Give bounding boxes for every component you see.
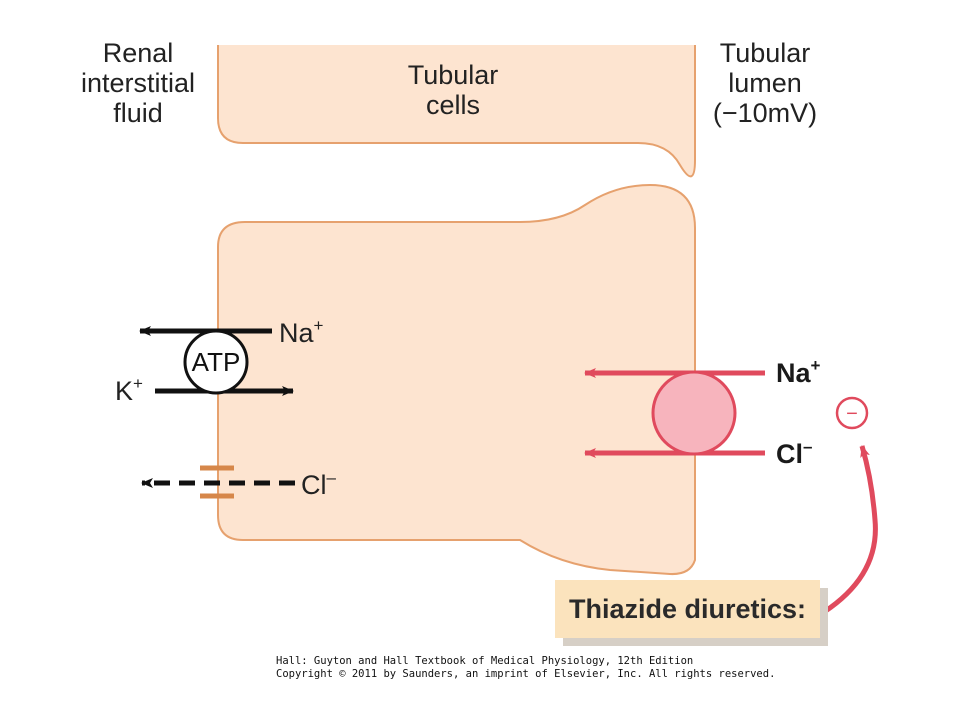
- apical-cl-text: Cl: [776, 439, 803, 469]
- apical-cl-label: Cl–: [776, 437, 812, 470]
- lumen-label-line1: Tubular: [719, 38, 811, 68]
- basolateral-cl-charge: –: [326, 468, 336, 487]
- credit-line-1: Hall: Guyton and Hall Textbook of Medica…: [276, 655, 694, 667]
- cells-label: Tubular cells: [383, 60, 523, 120]
- basolateral-na-label: Na+: [279, 316, 323, 349]
- thiazide-label-box: Thiazide diuretics:: [555, 580, 820, 638]
- lower-tubular-cell: [217, 183, 696, 576]
- basolateral-na-text: Na: [279, 318, 314, 348]
- interstitial-label: Renal interstitial fluid: [68, 38, 208, 128]
- basolateral-k-text: K: [115, 376, 134, 406]
- cells-label-line1: Tubular: [407, 60, 499, 90]
- thiazide-label: Thiazide diuretics:: [568, 593, 807, 624]
- apical-na-charge: +: [810, 356, 821, 375]
- basolateral-na-charge: +: [313, 316, 324, 335]
- lumen-label-line3: (−10mV): [712, 98, 818, 128]
- basolateral-cl-text: Cl: [301, 470, 327, 500]
- basolateral-k-charge: +: [133, 374, 143, 393]
- atp-pump: [183, 329, 249, 395]
- inhibition-symbol: −: [846, 403, 858, 425]
- interstitial-label-line2: interstitial: [80, 68, 196, 98]
- cells-label-line2: cells: [425, 90, 480, 120]
- basolateral-k-label: K+: [115, 374, 143, 407]
- interstitial-label-line3: fluid: [113, 98, 163, 128]
- apical-na-label: Na+: [776, 356, 820, 389]
- nacl-cotransporter: [651, 370, 737, 456]
- interstitial-label-line1: Renal: [102, 38, 174, 68]
- lumen-label-line2: lumen: [728, 68, 802, 98]
- atp-label: ATP: [191, 347, 241, 377]
- inhibition-circle: [835, 396, 869, 430]
- credit-line-2: Copyright © 2011 by Saunders, an imprint…: [276, 668, 776, 680]
- lumen-label: Tubular lumen (−10mV): [695, 38, 835, 128]
- basolateral-cl-label: Cl–: [301, 468, 336, 501]
- upper-tubular-cell: [217, 45, 696, 178]
- apical-cl-charge: –: [803, 437, 813, 456]
- drug-action-arrow: [822, 445, 878, 615]
- apical-na-text: Na: [776, 358, 811, 388]
